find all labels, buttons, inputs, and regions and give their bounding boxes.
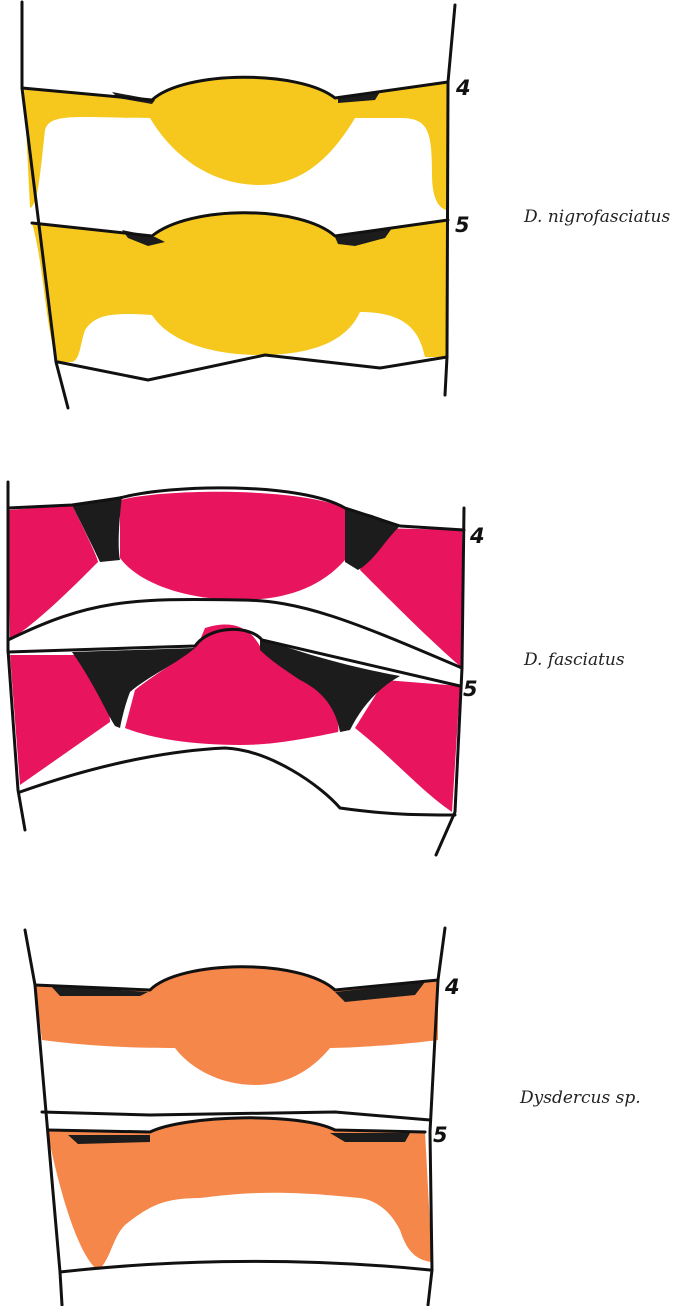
specimen-nigrofasciatus [22,2,455,408]
segment-line [60,1261,430,1272]
species-label: D. fasciatus [523,650,625,670]
segment-number-4: 4 [469,524,485,548]
segment-number-4: 4 [444,975,460,999]
specimen-dysdercus [25,928,445,1305]
segment-number-5: 5 [455,213,470,237]
species-label: Dysdercus sp. [519,1088,641,1108]
segment-number-4: 4 [455,76,471,100]
species-label: D. nigrofasciatus [523,207,670,227]
segment-4-color-band [120,492,345,600]
segment-5-color-band [355,680,460,812]
segment-4-color-band [24,77,448,210]
segment-number-5: 5 [433,1123,448,1147]
segment-number-5: 5 [463,677,478,701]
segment-line [58,355,447,380]
specimen-fasciatus [8,482,464,855]
segment-5-color-band [125,624,338,745]
